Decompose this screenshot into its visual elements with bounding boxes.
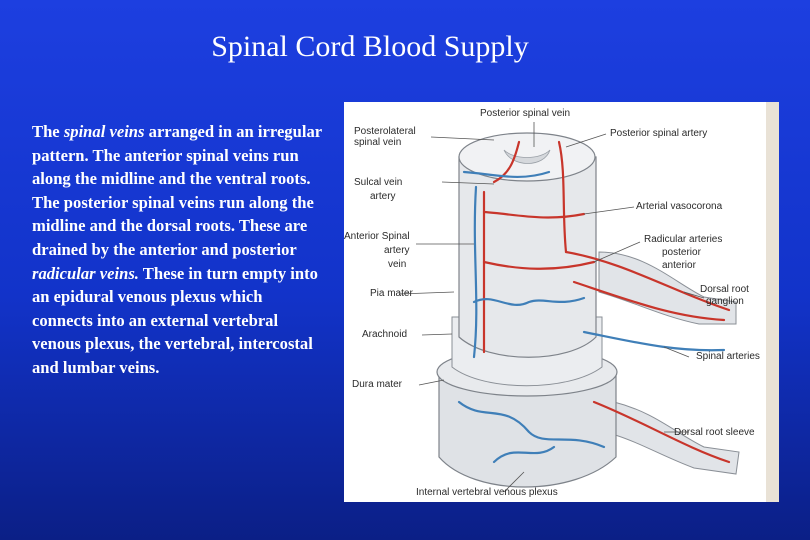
upper-dorsal-root xyxy=(598,251,737,325)
label-spinal-arteries: Spinal arteries xyxy=(696,351,760,362)
spinal-cord-drawing xyxy=(398,102,779,502)
slide-title: Spinal Cord Blood Supply xyxy=(211,30,529,63)
label-pia-mater: Pia mater xyxy=(370,288,413,299)
spinal-cord-cross-section xyxy=(458,132,596,182)
body-text-emphasis-spinal-veins: spinal veins xyxy=(63,122,145,141)
label-sulcal-vein: Sulcal vein xyxy=(354,177,403,188)
label-internal-vertebral-venous-plexus: Internal vertebral venous plexus xyxy=(416,487,558,498)
label-posterolateral: Posterolateral xyxy=(354,126,416,137)
anterior-spinal-vein xyxy=(472,185,478,359)
grey-matter-outline xyxy=(503,149,551,164)
label-anterior-spinal-vein: vein xyxy=(388,259,407,270)
label-radicular-posterior: posterior xyxy=(662,247,701,258)
vasocorona-branch-1 xyxy=(482,210,586,219)
radicular-artery-2 xyxy=(572,280,726,322)
spinal-artery-lower xyxy=(592,400,731,464)
label-radicular-arteries: Radicular arteries xyxy=(644,234,723,245)
label-arterial-vasocorona: Arterial vasocorona xyxy=(636,201,723,212)
vasocorona-branch-2 xyxy=(482,260,596,270)
label-arachnoid: Arachnoid xyxy=(362,329,408,340)
slide-body-text: The spinal veins arranged in an irregula… xyxy=(32,120,322,380)
page-edge-strip xyxy=(766,102,779,502)
label-dorsal-root: Dorsal root xyxy=(700,284,749,295)
label-posterolateral-vein: spinal vein xyxy=(354,137,402,148)
body-text-part-1: The xyxy=(32,122,64,141)
posterior-spinal-artery xyxy=(557,140,568,254)
label-sulcal-artery: artery xyxy=(370,191,396,202)
label-anterior-spinal: Anterior Spinal xyxy=(344,231,410,242)
label-posterior-spinal-artery: Posterior spinal artery xyxy=(610,128,708,139)
label-dorsal-root-sleeve: Dorsal root sleeve xyxy=(674,427,755,438)
arteries xyxy=(482,140,731,464)
radicular-vein xyxy=(582,330,726,352)
body-text-part-2: arranged in an irregular pattern. The an… xyxy=(32,122,322,259)
radicular-artery-1 xyxy=(564,250,731,312)
veins xyxy=(457,170,726,464)
label-posterior-spinal-vein: Posterior spinal vein xyxy=(480,108,571,119)
lower-dorsal-root xyxy=(611,401,740,475)
leader-lines xyxy=(398,122,705,493)
label-anterior-spinal-artery: artery xyxy=(384,245,410,256)
internal-plexus-vein-2 xyxy=(492,445,556,464)
posterolateral-spinal-vein xyxy=(462,170,551,178)
internal-plexus-vein-1 xyxy=(457,400,606,449)
label-radicular-anterior: anterior xyxy=(662,260,696,271)
spinal-cord-illustration: Posterior spinal vein Posterolateral spi… xyxy=(344,102,779,502)
label-dura-mater: Dura mater xyxy=(352,379,403,390)
body-text-part-3: These in turn empty into an epidural ven… xyxy=(32,263,318,377)
pia-vein-branch xyxy=(472,296,586,306)
spinal-cord-cylinder xyxy=(458,156,597,358)
sulcal-artery xyxy=(492,140,521,184)
label-dorsal-root-ganglion: ganglion xyxy=(706,296,744,307)
body-text-emphasis-radicular-veins: radicular veins. xyxy=(32,263,139,283)
